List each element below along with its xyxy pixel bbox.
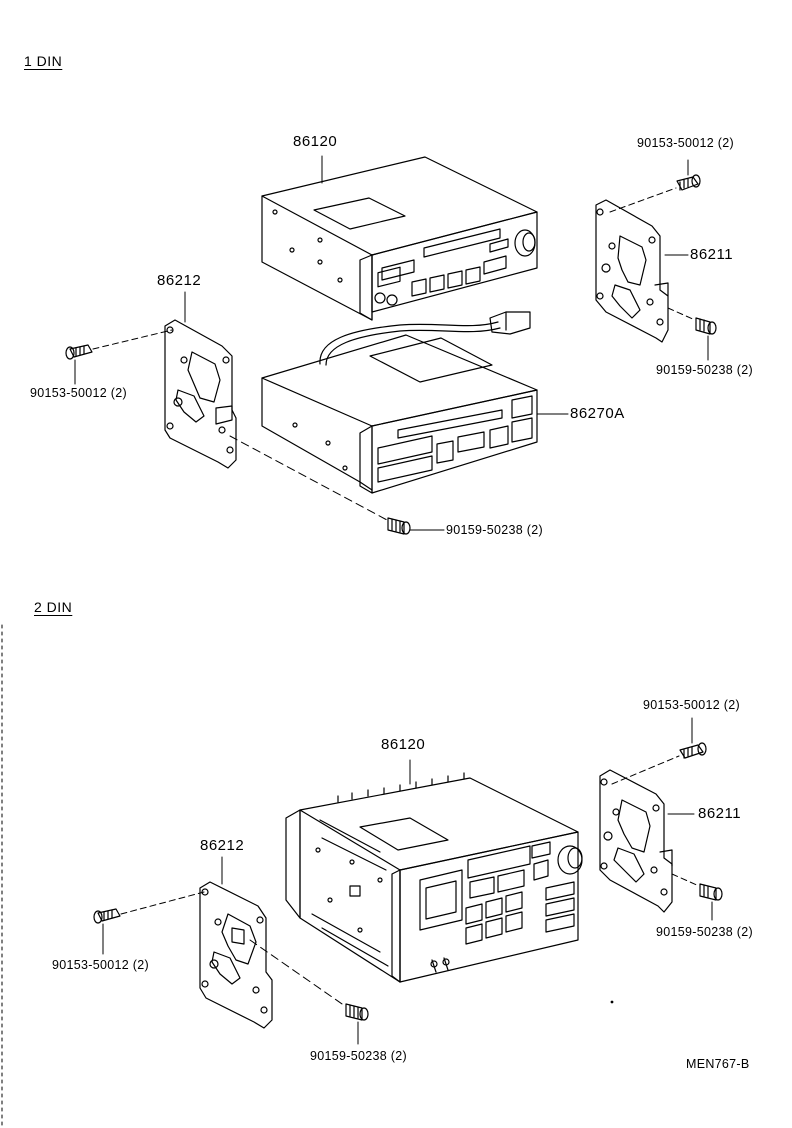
din1-label-bracket-left: 86212 xyxy=(157,272,202,289)
section-title-2din: 2 DIN xyxy=(34,599,73,615)
din1-deck-drawing xyxy=(261,311,538,494)
din1-label-screw-right-top: 90153-50012 (2) xyxy=(637,136,734,150)
din1-screw-bottom-drawing xyxy=(387,517,411,535)
din2-label-screw-right-bottom: 90159-50238 (2) xyxy=(656,925,753,939)
din2-screw-bottom-drawing xyxy=(345,1003,369,1021)
din2-label-bracket-right: 86211 xyxy=(698,805,742,822)
din2-label-screw-bottom: 90159-50238 (2) xyxy=(310,1049,407,1063)
din2-head-unit-drawing xyxy=(285,772,583,983)
din1-label-screw-left: 90153-50012 (2) xyxy=(30,386,127,400)
din1-screw-left-drawing xyxy=(65,344,93,360)
din1-screw-right-top-drawing xyxy=(676,174,701,191)
din1-bracket-right-drawing xyxy=(595,199,669,343)
section-title-1din: 1 DIN xyxy=(24,53,63,69)
din1-head-unit-drawing xyxy=(261,156,538,321)
din1-screw-right-bottom-drawing xyxy=(695,317,717,335)
din2-label-screw-left: 90153-50012 (2) xyxy=(52,958,149,972)
din2-bracket-right-drawing xyxy=(599,769,673,913)
din2-label-head-unit: 86120 xyxy=(381,736,426,753)
din2-bracket-left-drawing xyxy=(199,881,273,1029)
din2-screw-left-drawing xyxy=(93,908,121,924)
din1-label-deck: 86270A xyxy=(570,405,625,422)
din2-screw-right-top-drawing xyxy=(679,742,707,759)
din1-label-screw-right-bottom: 90159-50238 (2) xyxy=(656,363,753,377)
din1-bracket-left-drawing xyxy=(164,319,237,469)
din2-label-bracket-left: 86212 xyxy=(200,837,245,854)
din2-screw-right-bottom-drawing xyxy=(699,883,723,901)
drawing-code: MEN767-B xyxy=(686,1057,750,1071)
din1-label-head-unit: 86120 xyxy=(293,133,338,150)
din1-label-bracket-right: 86211 xyxy=(690,246,734,263)
din1-label-screw-bottom: 90159-50238 (2) xyxy=(446,523,543,537)
din2-label-screw-right-top: 90153-50012 (2) xyxy=(643,698,740,712)
